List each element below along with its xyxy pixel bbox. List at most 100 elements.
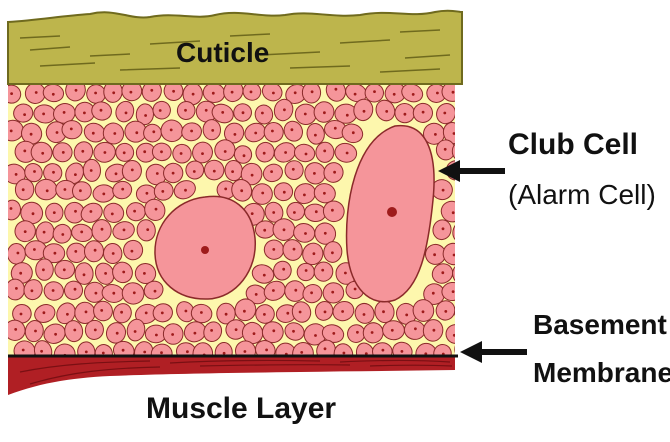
- cell-nucleus: [150, 89, 153, 92]
- cell-nucleus: [24, 230, 27, 233]
- cell-nucleus: [143, 150, 146, 153]
- cell-nucleus: [305, 153, 308, 156]
- cell-nucleus: [334, 127, 337, 130]
- cell-nucleus: [193, 170, 196, 173]
- cell-nucleus: [254, 132, 257, 135]
- cell-nucleus: [282, 268, 285, 271]
- cell-nucleus: [19, 272, 22, 275]
- epidermal-cell: [84, 240, 104, 262]
- cell-nucleus: [32, 212, 35, 215]
- cell-nucleus: [371, 331, 374, 334]
- cell-nucleus: [251, 212, 254, 215]
- cell-nucleus: [83, 112, 86, 115]
- cell-nucleus: [33, 170, 36, 173]
- cell-nucleus: [152, 130, 155, 133]
- cell-nucleus: [283, 108, 286, 111]
- cell-nucleus: [462, 273, 465, 276]
- cell-nucleus: [23, 113, 26, 116]
- cell-nucleus: [341, 310, 344, 313]
- cell-nucleus: [161, 312, 164, 315]
- cell-nucleus: [101, 228, 104, 231]
- cell-nucleus: [393, 93, 396, 96]
- cell-nucleus: [102, 193, 105, 196]
- cell-nucleus: [180, 152, 183, 155]
- cell-nucleus: [433, 329, 436, 332]
- cell-nucleus: [263, 274, 266, 277]
- cell-nucleus: [200, 311, 203, 314]
- cell-nucleus: [85, 351, 88, 354]
- cell-nucleus: [324, 232, 327, 235]
- cell-nucleus: [314, 334, 317, 337]
- cell-nucleus: [40, 350, 43, 353]
- cell-nucleus: [116, 332, 119, 335]
- cell-nucleus: [104, 151, 107, 154]
- cell-nucleus: [159, 109, 162, 112]
- cell-nucleus: [343, 352, 346, 355]
- cell-nucleus: [313, 172, 316, 175]
- cell-nucleus: [90, 210, 93, 213]
- cell-nucleus: [463, 191, 466, 194]
- cell-nucleus: [272, 289, 275, 292]
- cell-nucleus: [54, 252, 57, 255]
- cell-nucleus: [74, 250, 77, 253]
- cell-nucleus: [20, 313, 23, 316]
- cell-nucleus: [286, 312, 289, 315]
- cell-nucleus: [122, 271, 125, 274]
- cell-nucleus: [462, 311, 465, 314]
- muscle-layer: [8, 356, 455, 395]
- cell-nucleus: [332, 332, 335, 335]
- cell-nucleus: [42, 113, 45, 116]
- cell-nucleus: [161, 190, 164, 193]
- cell-nucleus: [401, 350, 404, 353]
- cell-nucleus: [422, 310, 425, 313]
- cuticle-label: Cuticle: [176, 37, 269, 69]
- cell-nucleus: [122, 349, 125, 352]
- cell-nucleus: [346, 152, 349, 155]
- cell-nucleus: [85, 311, 88, 314]
- cell-nucleus: [120, 311, 123, 314]
- cell-nucleus: [184, 109, 187, 112]
- alarm-cell-label: (Alarm Cell): [508, 179, 656, 211]
- cell-nucleus: [201, 152, 204, 155]
- cell-nucleus: [251, 174, 254, 177]
- cell-nucleus: [23, 150, 26, 153]
- cell-nucleus: [94, 249, 97, 252]
- epidermal-cell: [15, 179, 34, 201]
- cell-nucleus: [41, 152, 44, 155]
- cell-nucleus: [323, 111, 326, 114]
- cell-nucleus: [194, 332, 197, 335]
- cell-nucleus: [263, 313, 266, 316]
- cell-nucleus: [243, 154, 246, 157]
- cell-nucleus: [452, 290, 455, 293]
- cell-nucleus: [311, 90, 314, 93]
- cell-nucleus: [373, 90, 376, 93]
- cell-nucleus: [133, 210, 136, 213]
- epidermal-cell: [7, 244, 25, 265]
- cell-nucleus: [100, 109, 103, 112]
- cell-nucleus: [192, 93, 195, 96]
- cell-nucleus: [170, 129, 173, 132]
- cell-nucleus: [331, 209, 334, 212]
- cell-nucleus: [95, 292, 98, 295]
- cell-nucleus: [155, 208, 158, 211]
- cell-nucleus: [160, 351, 163, 354]
- cell-nucleus: [155, 334, 158, 337]
- cell-nucleus: [321, 269, 324, 272]
- epidermal-cell: [452, 141, 471, 161]
- cell-nucleus: [10, 92, 13, 95]
- cell-nucleus: [221, 111, 224, 114]
- cell-nucleus: [104, 272, 107, 275]
- cell-nucleus: [263, 229, 266, 232]
- cell-nucleus: [323, 192, 326, 195]
- cell-nucleus: [30, 133, 33, 136]
- cell-nucleus: [102, 352, 105, 355]
- cell-nucleus: [304, 232, 307, 235]
- cell-nucleus: [123, 229, 126, 232]
- cell-nucleus: [113, 132, 116, 135]
- cell-nucleus: [255, 293, 258, 296]
- cell-nucleus: [46, 189, 49, 192]
- cell-nucleus: [452, 211, 455, 214]
- basement-label: Basement: [533, 309, 667, 341]
- cell-nucleus: [123, 151, 126, 154]
- cell-nucleus: [335, 88, 338, 91]
